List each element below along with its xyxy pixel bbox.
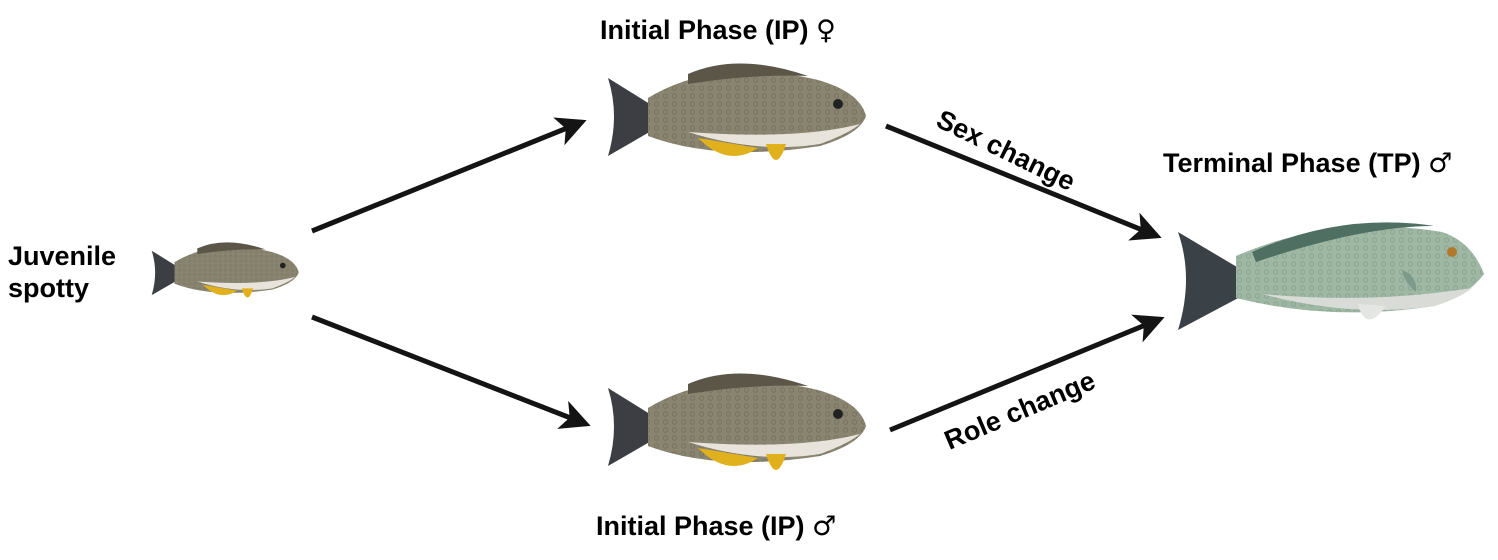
ip-female-fish-image [608,63,866,160]
male-symbol-icon: ♂ [1428,148,1453,179]
juvenile-label: Juvenile spotty [8,240,116,305]
arrow-ip-male-to-tp [889,314,1165,433]
arrow-juvenile-to-ip-female [311,117,587,234]
ip-male-fish-image [608,373,866,470]
ip-male-label-text: Initial Phase (IP) [596,511,805,541]
juvenile-label-line1: Juvenile [8,241,117,271]
male-symbol-icon: ♂ [812,511,837,542]
arrow-ip-female-to-tp [885,123,1162,241]
arrow-juvenile-to-ip-male [311,314,591,429]
ip-female-label: Initial Phase (IP) ♀ [600,14,836,47]
female-symbol-icon: ♀ [816,15,836,46]
ip-female-label-text: Initial Phase (IP) [600,15,809,45]
ip-male-label: Initial Phase (IP) ♂ [596,510,836,543]
juvenile-fish-image [151,242,299,298]
terminal-phase-fish-image [1178,222,1484,330]
juvenile-label-line2: spotty [8,273,89,304]
terminal-phase-label-text: Terminal Phase (TP) [1163,148,1421,178]
terminal-phase-label: Terminal Phase (TP) ♂ [1163,147,1452,180]
